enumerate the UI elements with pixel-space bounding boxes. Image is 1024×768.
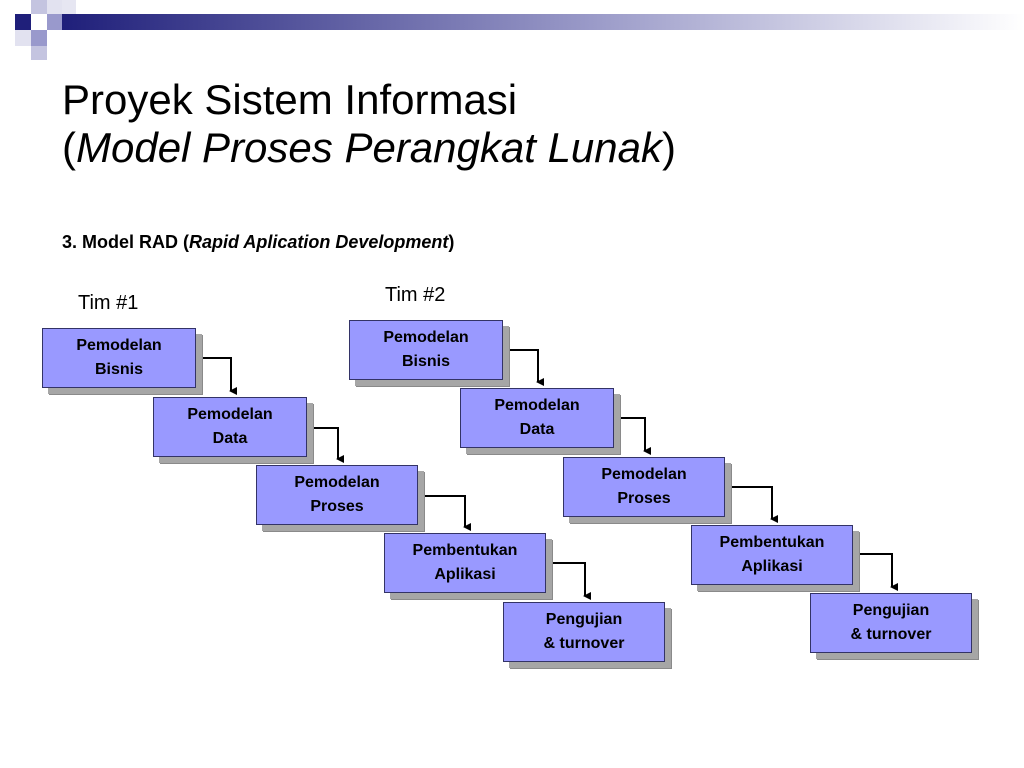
- team2-label: Tim #2: [385, 284, 446, 306]
- deco-square: [15, 14, 31, 30]
- step-label-line2: Proses: [310, 498, 364, 515]
- deco-square: [47, 0, 62, 14]
- step-label-line2: Data: [519, 421, 555, 438]
- deco-square: [31, 46, 47, 60]
- subtitle-suffix: ): [448, 232, 455, 252]
- connector-arrow: [725, 486, 778, 523]
- step-label-line2: Bisnis: [401, 353, 450, 370]
- step-label-line1: Pemodelan: [383, 329, 469, 346]
- header-bar: [62, 14, 1024, 30]
- title-line-2: (Model Proses Perangkat Lunak): [62, 124, 676, 172]
- connector-arrow: [614, 417, 651, 455]
- team2-step-pemodelan-bisnis: Pemodelan Bisnis: [349, 320, 503, 380]
- step-label-line2: & turnover: [543, 635, 625, 652]
- team1-step-pemodelan-proses: Pemodelan Proses: [256, 465, 418, 525]
- title-italic: Model Proses Perangkat Lunak: [76, 124, 663, 171]
- title-paren-open: (: [62, 124, 76, 171]
- team1-step-pemodelan-bisnis: Pemodelan Bisnis: [42, 328, 196, 388]
- step-label-line1: Pemodelan: [494, 397, 580, 414]
- team2-step-pemodelan-data: Pemodelan Data: [460, 388, 614, 448]
- connector-arrow: [307, 427, 344, 463]
- step-label-line2: Bisnis: [94, 361, 143, 378]
- subtitle-prefix: 3. Model RAD (: [62, 232, 190, 252]
- team1-step-pengujian-turnover: Pengujian & turnover: [503, 602, 665, 662]
- deco-square: [47, 14, 62, 30]
- team1-label: Tim #1: [78, 292, 139, 314]
- step-label-line1: Pemodelan: [601, 466, 687, 483]
- step-label-line1: Pembentukan: [719, 534, 825, 551]
- deco-square: [31, 0, 47, 14]
- step-label-line2: Aplikasi: [434, 566, 496, 583]
- connector-arrow: [196, 357, 237, 395]
- header-decoration: [15, 0, 1024, 60]
- deco-square: [31, 30, 47, 46]
- connector-arrow: [853, 553, 898, 591]
- step-label-line2: & turnover: [850, 626, 932, 643]
- step-label-line1: Pembentukan: [412, 542, 518, 559]
- team2-step-pembentukan-aplikasi: Pembentukan Aplikasi: [691, 525, 853, 585]
- step-label-line1: Pemodelan: [76, 337, 162, 354]
- step-label-line1: Pengujian: [852, 602, 930, 619]
- connector-arrow: [503, 349, 544, 386]
- connector-arrow: [418, 495, 471, 531]
- step-label-line1: Pemodelan: [294, 474, 380, 491]
- deco-square: [15, 30, 31, 46]
- team1-step-pembentukan-aplikasi: Pembentukan Aplikasi: [384, 533, 546, 593]
- section-subtitle: 3. Model RAD (Rapid Aplication Developme…: [62, 231, 454, 253]
- team2-step-pengujian-turnover: Pengujian & turnover: [810, 593, 972, 653]
- step-label-line1: Pemodelan: [187, 406, 273, 423]
- title-line-1: Proyek Sistem Informasi: [62, 76, 518, 123]
- step-label-line2: Proses: [617, 490, 671, 507]
- deco-square: [62, 0, 76, 14]
- step-label-line2: Data: [212, 430, 248, 447]
- title-paren-close: ): [662, 124, 677, 171]
- subtitle-italic: Rapid Aplication Development: [189, 232, 449, 252]
- slide-title: Proyek Sistem Informasi (Model Proses Pe…: [62, 76, 676, 172]
- step-label-line2: Aplikasi: [741, 558, 803, 575]
- team1-step-pemodelan-data: Pemodelan Data: [153, 397, 307, 457]
- step-label-line1: Pengujian: [545, 611, 623, 628]
- team2-step-pemodelan-proses: Pemodelan Proses: [563, 457, 725, 517]
- connector-arrow: [546, 562, 591, 600]
